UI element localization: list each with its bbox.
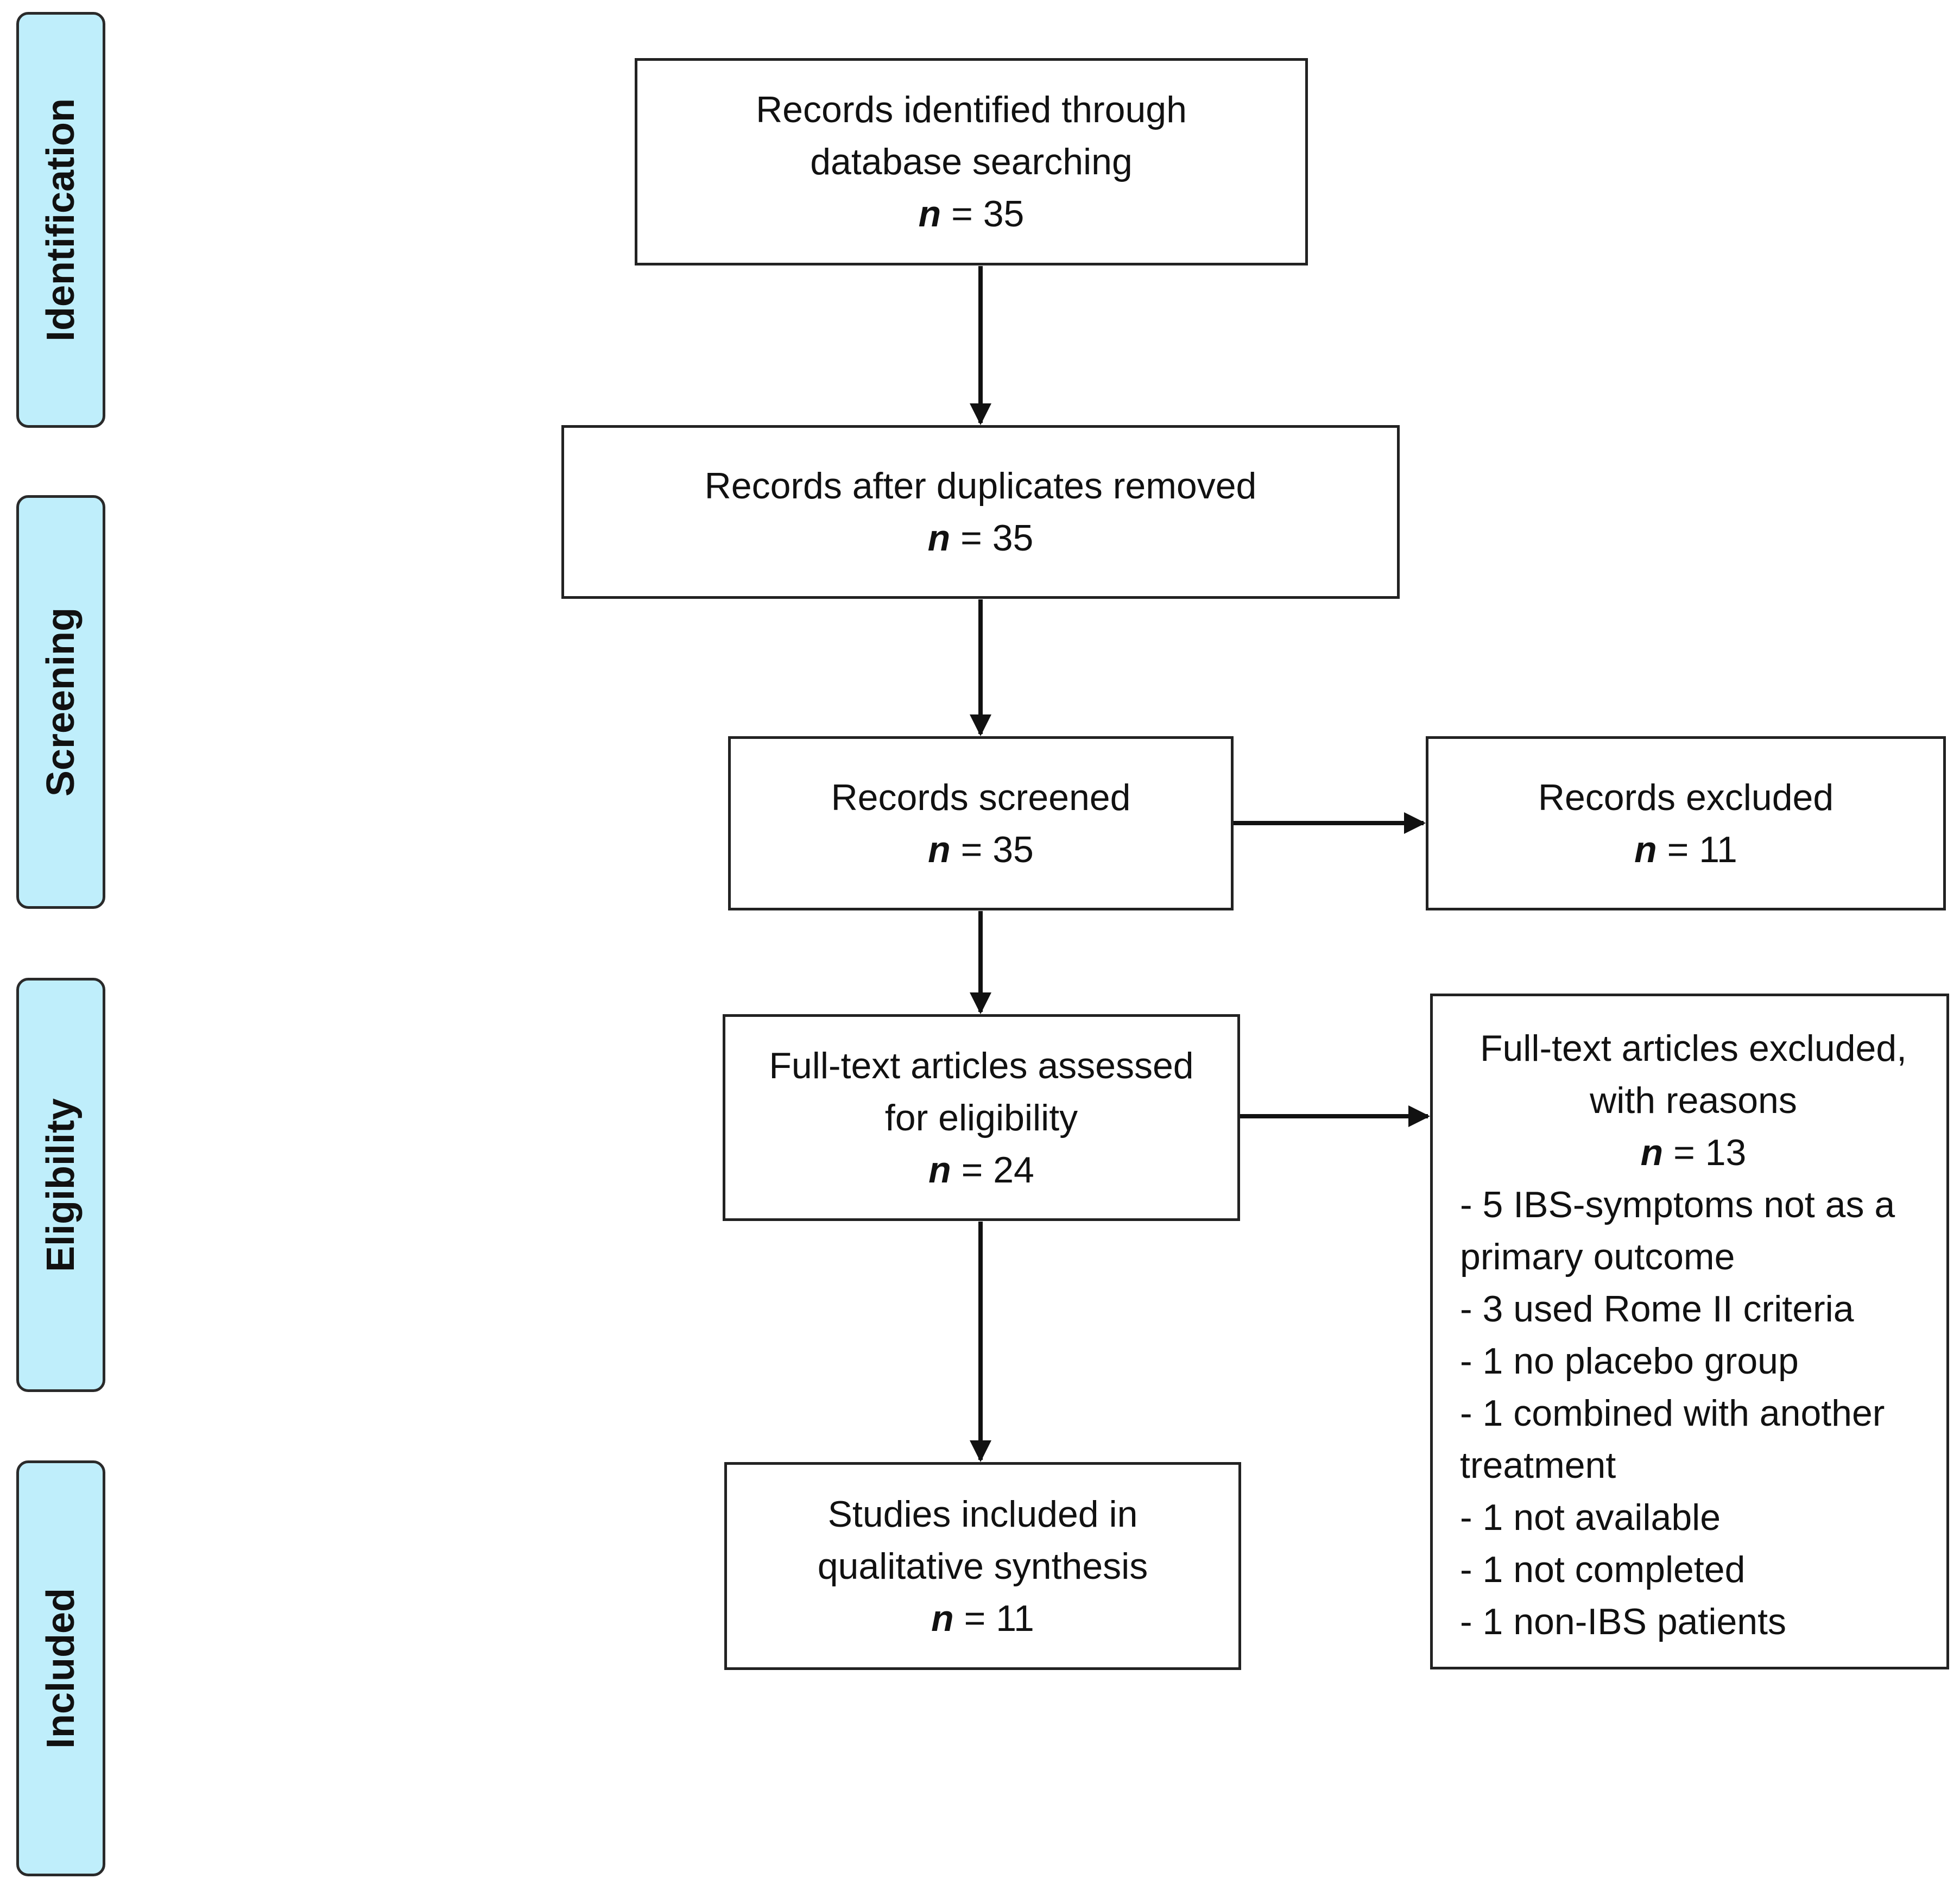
box-text-line: Full-text articles assessed [769, 1045, 1194, 1086]
count-value: = 35 [960, 517, 1034, 559]
box-text-line: Records screened [831, 776, 1131, 818]
box-text-line: Records excluded [1538, 776, 1834, 818]
count-label: n = 11 [1634, 824, 1737, 876]
box-text-line: Studies included in [827, 1493, 1138, 1535]
exclusion-reason: - 5 IBS-symptoms not as a [1460, 1184, 1895, 1225]
count-value: = 13 [1673, 1132, 1747, 1173]
count-label: n = 35 [928, 512, 1034, 564]
box-records-identified: Records identified through database sear… [635, 58, 1308, 265]
exclusion-reason: - 1 not available [1460, 1497, 1721, 1538]
box-text-line: Records identified through [756, 89, 1187, 130]
n-symbol: n [928, 1149, 951, 1191]
count-value: = 35 [960, 828, 1034, 870]
box-duplicates-removed: Records after duplicates removed n = 35 [561, 425, 1400, 599]
count-value: = 11 [1667, 828, 1737, 870]
exclusion-reason: treatment [1460, 1445, 1616, 1486]
n-symbol: n [927, 517, 951, 559]
count-label: n = 24 [928, 1144, 1034, 1196]
exclusion-reason: primary outcome [1460, 1236, 1735, 1277]
box-text-line: qualitative synthesis [817, 1545, 1148, 1587]
box-text-line: Full-text articles excluded, [1480, 1028, 1907, 1069]
exclusion-reason: - 3 used Rome II criteria [1460, 1288, 1854, 1330]
phase-identification: Identification [16, 12, 105, 428]
count-value: = 24 [961, 1149, 1034, 1191]
box-records-screened: Records screened n = 35 [728, 736, 1234, 910]
box-full-text-excluded: Full-text articles excluded, with reason… [1430, 994, 1949, 1669]
box-text-line: database searching [810, 141, 1133, 182]
phase-included: Included [16, 1460, 105, 1876]
box-studies-included: Studies included in qualitative synthesi… [724, 1462, 1241, 1670]
phase-eligibility: Eligibility [16, 978, 105, 1392]
n-symbol: n [931, 1597, 954, 1639]
n-symbol: n [1634, 828, 1657, 870]
count-value: = 11 [964, 1597, 1034, 1639]
n-symbol: n [928, 828, 951, 870]
count-label: n = 13 [1641, 1127, 1747, 1179]
box-text-line: Records after duplicates removed [704, 465, 1257, 507]
box-full-text-assessed: Full-text articles assessed for eligibil… [723, 1014, 1240, 1221]
count-label: n = 35 [919, 188, 1025, 240]
exclusion-reason: - 1 not completed [1460, 1549, 1746, 1590]
exclusion-reason: - 1 non-IBS patients [1460, 1601, 1787, 1642]
exclusion-reason: - 1 no placebo group [1460, 1340, 1799, 1382]
exclusion-reason: - 1 combined with another [1460, 1393, 1885, 1434]
box-text-line: with reasons [1590, 1080, 1797, 1121]
box-records-excluded: Records excluded n = 11 [1426, 736, 1946, 910]
count-label: n = 35 [928, 824, 1034, 876]
phase-screening: Screening [16, 495, 105, 909]
n-symbol: n [918, 193, 941, 235]
count-label: n = 11 [931, 1592, 1034, 1644]
box-text-line: for eligibility [884, 1097, 1078, 1138]
n-symbol: n [1640, 1132, 1664, 1173]
count-value: = 35 [951, 193, 1025, 235]
exclusion-reasons-list: - 5 IBS-symptoms not as a primary outcom… [1460, 1179, 1927, 1648]
